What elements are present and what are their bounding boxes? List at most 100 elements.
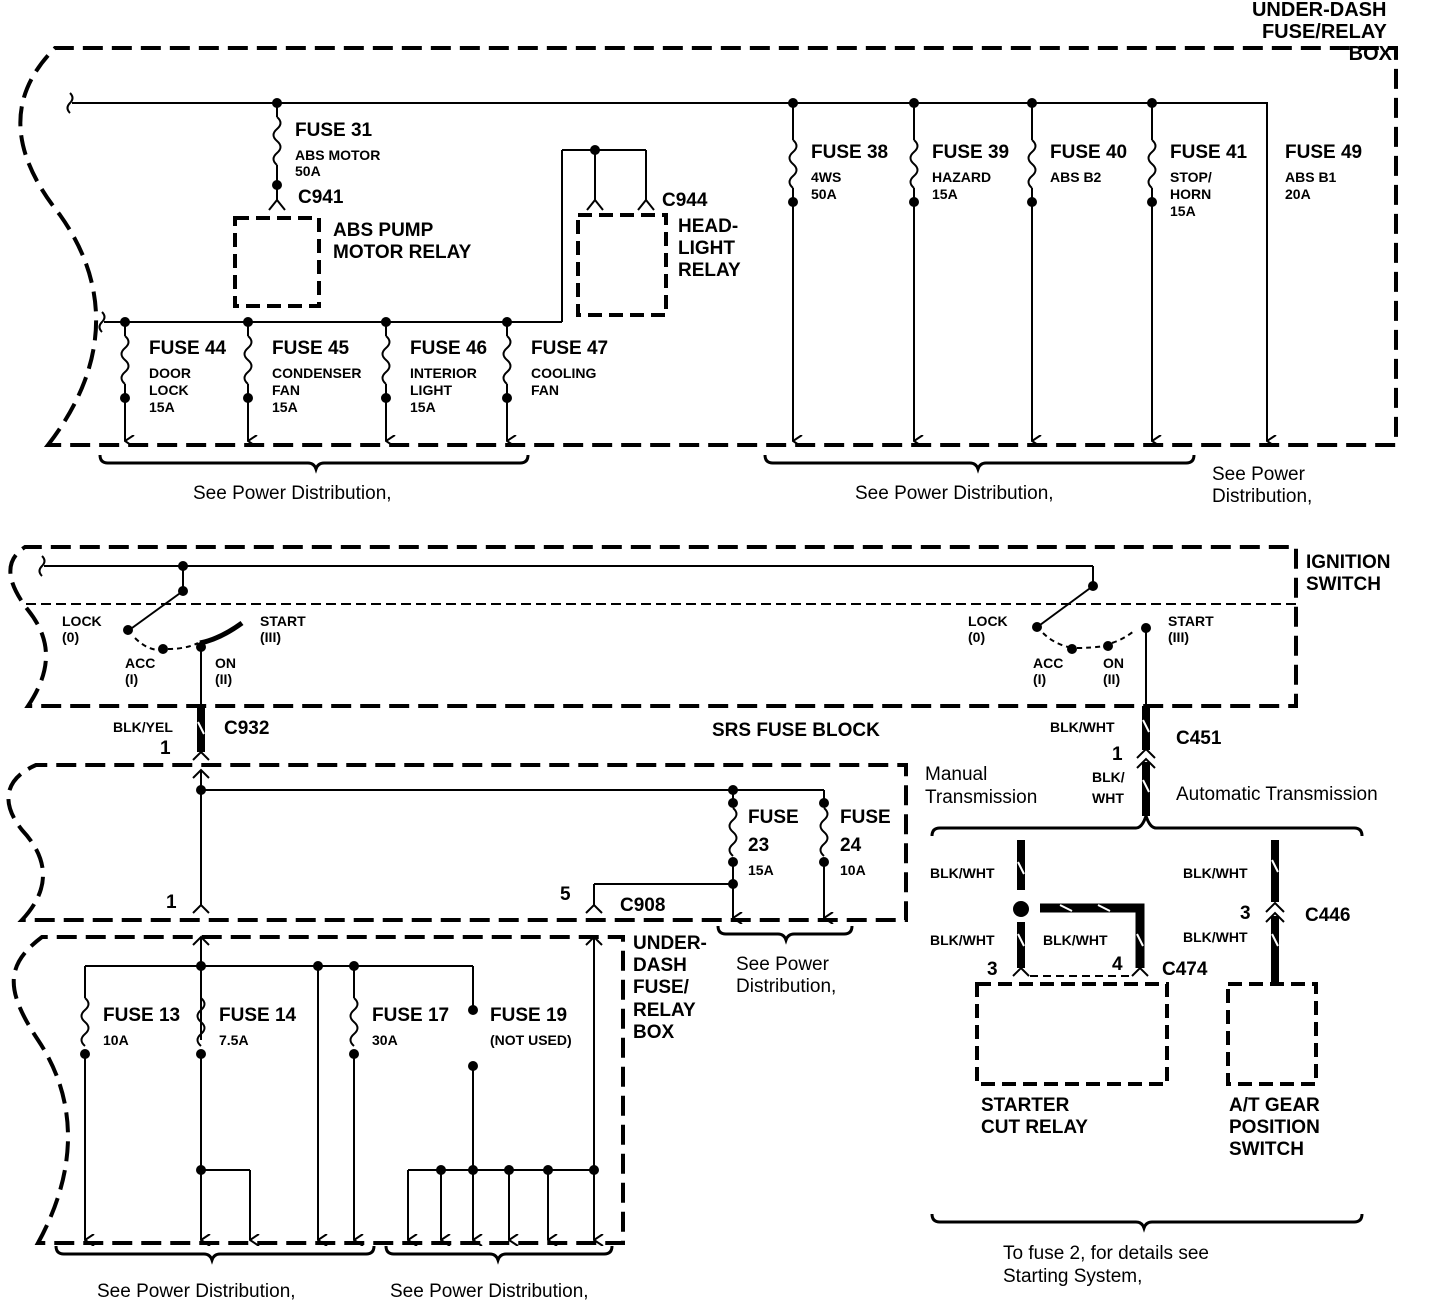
pin-1-label: 1: [160, 738, 171, 759]
fuse-40-desc: ABS B2: [1050, 169, 1102, 185]
connector-c446-label: C446: [1305, 905, 1350, 926]
see-power-bottom-left: See Power Distribution,: [97, 1281, 296, 1302]
manual-wire-label-c: BLK/WHT: [1043, 932, 1108, 948]
fuse-47-label: FUSE 47: [531, 338, 608, 359]
left-lock-label: LOCK(0): [62, 613, 102, 645]
fuse-44-label: FUSE 44: [149, 338, 227, 359]
fuse-17-icon: [349, 997, 359, 1047]
wire-blk-wht-label-top: BLK/WHT: [1050, 719, 1115, 735]
fuse-45-icon: [243, 335, 253, 385]
fuse-17-label: FUSE 17: [372, 1005, 449, 1026]
see-power-bottom-right: See Power Distribution,: [390, 1281, 589, 1302]
switch-blade-right: [1039, 585, 1094, 626]
fuse-47-icon: [502, 335, 512, 385]
connector-c446-icon: [1265, 901, 1285, 913]
srs-pin-5-label: 5: [560, 884, 571, 905]
automatic-transmission-label: Automatic Transmission: [1176, 784, 1378, 805]
fuse-38-icon: [788, 139, 798, 189]
see-power-right: See Power Distribution,: [1212, 464, 1312, 507]
srs-pin-1-label: 1: [166, 892, 177, 913]
bracket-left: [98, 454, 530, 474]
connector-c932-label: C932: [224, 718, 269, 739]
switch-blade-left: [131, 590, 184, 629]
fuse-14-icon: [196, 997, 206, 1047]
srs-box-outline: [6, 763, 908, 922]
left-start-label: START(III): [260, 613, 306, 645]
headlight-relay-label: HEAD- LIGHT RELAY: [678, 216, 743, 281]
fuse-24-icon: [819, 807, 829, 857]
fuse-31-label: FUSE 31: [295, 120, 373, 141]
fuse-box-top-label: UNDER-DASH FUSE/RELAY BOX: [1252, 0, 1393, 65]
fuse-46-label: FUSE 46: [410, 338, 487, 359]
manual-wire-jumper: [1040, 903, 1145, 968]
fuse-31-icon: [272, 116, 282, 166]
fuse-44-icon: [120, 335, 130, 385]
fuse-41-label: FUSE 41: [1170, 142, 1248, 163]
bracket-mid: [763, 454, 1196, 474]
connector-c932-icon: [192, 750, 210, 761]
fuse-24-rating: 10A: [840, 862, 866, 878]
fuse-13-label: FUSE 13: [103, 1005, 180, 1026]
right-acc-label: ACC(I): [1033, 655, 1063, 687]
starter-cut-relay-box: [975, 982, 1169, 1086]
wire-blk-yel-label: BLK/YEL: [113, 719, 173, 735]
fuse-17-rating: 30A: [372, 1032, 398, 1048]
fuse-19-rating: (NOT USED): [490, 1032, 572, 1048]
c446-pin-label: 3: [1240, 903, 1251, 924]
bracket-bottom-left: [54, 1245, 376, 1265]
connector-c944-pin-a: [586, 198, 604, 211]
under-dash-fuse-box-bottom: UNDER- DASH FUSE/ RELAY BOX FUSE 13 10A …: [11, 933, 707, 1302]
fuse-41-icon: [1147, 139, 1157, 189]
connector-c451-icon: [1136, 747, 1156, 759]
fuse-13-icon: [80, 997, 90, 1047]
under-dash-fuse-box-top: UNDER-DASH FUSE/RELAY BOX FUSE 31 ABS MO…: [18, 0, 1398, 507]
connector-c908-label: C908: [620, 895, 665, 916]
ignition-switch-outline: [8, 545, 1298, 708]
fuse-14-rating: 7.5A: [219, 1032, 249, 1048]
transmission-split-bracket: [930, 811, 1364, 837]
bus-break-icon: [98, 311, 106, 333]
fuse-38-label: FUSE 38: [811, 142, 888, 163]
fuse-46-icon: [381, 335, 391, 385]
bracket-srs: [716, 925, 854, 945]
fuse-box-top-outline: [18, 46, 1398, 447]
c474-pin3-label: 3: [987, 959, 998, 980]
connector-c908-pin5: [585, 903, 603, 914]
right-lock-label: LOCK(0): [968, 613, 1008, 645]
abs-pump-relay-label: ABS PUMP MOTOR RELAY: [333, 220, 472, 263]
fuse-39-label: FUSE 39: [932, 142, 1009, 163]
c451-pin-label: 1: [1112, 744, 1123, 765]
c474-pin4-label: 4: [1112, 954, 1123, 975]
fuse-box-bottom-outline: [11, 935, 625, 1245]
left-on-label: ON(II): [215, 655, 236, 687]
connector-c941-icon: [268, 198, 286, 211]
manual-wire-label-a: BLK/WHT: [930, 865, 995, 881]
fuse-40-icon: [1027, 139, 1037, 189]
fuse-39-icon: [909, 139, 919, 189]
left-acc-label: ACC(I): [125, 655, 155, 687]
fuse-13-rating: 10A: [103, 1032, 129, 1048]
connector-c908-pin1: [192, 903, 210, 914]
connector-c474-label: C474: [1162, 959, 1208, 980]
fuse-40-label: FUSE 40: [1050, 142, 1127, 163]
connector-c944-pin-b: [637, 198, 655, 211]
see-power-mid: See Power Distribution,: [855, 483, 1054, 504]
right-on-label: ON(II): [1103, 655, 1124, 687]
see-power-left: See Power Distribution,: [193, 483, 392, 504]
connector-c941-label: C941: [298, 187, 344, 208]
abs-pump-relay-box: [233, 216, 321, 308]
